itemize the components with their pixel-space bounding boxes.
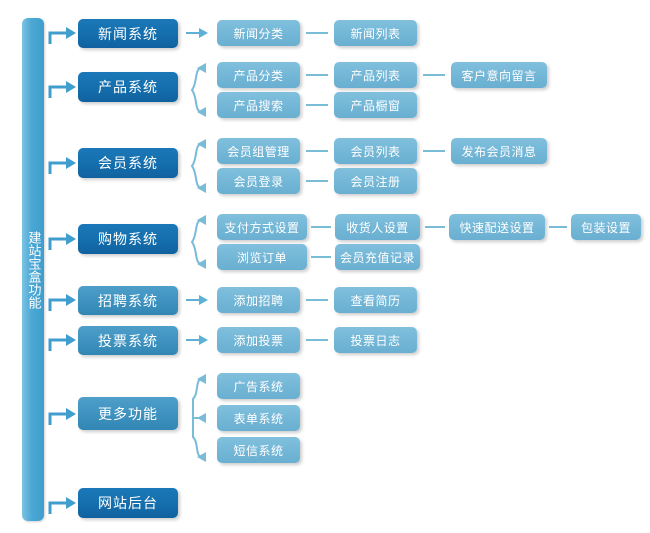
node-packaging-settings[interactable]: 包装设置 [571,214,641,240]
dash-member-1 [306,150,328,152]
dash-news-1 [306,32,328,34]
arrowhead-recruit [66,294,76,306]
connector-recruit-arrow [186,295,208,305]
connector-news-arrow [186,28,208,38]
dash-recruit-1 [306,299,328,301]
node-view-resumes[interactable]: 查看简历 [334,287,417,313]
root-label: 建站宝盒功能 [25,231,41,309]
elbow-recruit [48,298,66,311]
dash-product-1 [306,74,328,76]
elbow-vote [48,338,66,351]
dash-product-3 [306,104,328,106]
dash-product-2 [423,74,445,76]
node-product-showcase[interactable]: 产品橱窗 [334,92,417,118]
arrowhead-more [66,408,76,420]
node-member-login[interactable]: 会员登录 [217,168,300,194]
node-form-system[interactable]: 表单系统 [217,405,300,431]
node-consignee-settings[interactable]: 收货人设置 [335,214,420,240]
node-member-list[interactable]: 会员列表 [334,138,417,164]
dash-member-3 [306,180,328,182]
node-more-functions[interactable]: 更多功能 [78,397,178,430]
node-ad-system[interactable]: 广告系统 [217,373,300,399]
node-member-register[interactable]: 会员注册 [334,168,417,194]
arrowhead-news [66,27,76,39]
node-news-category[interactable]: 新闻分类 [217,20,300,46]
arrowhead-vote [66,334,76,346]
node-vote-system[interactable]: 投票系统 [78,326,178,355]
connector-shopping-bracket [190,215,206,269]
node-recruit-system[interactable]: 招聘系统 [78,286,178,315]
node-customer-message[interactable]: 客户意向留言 [451,62,547,88]
node-express-delivery-settings[interactable]: 快速配送设置 [449,214,545,240]
root-bar [22,18,44,521]
arrowhead-shopping [66,233,76,245]
connector-member-bracket [190,139,206,193]
dash-shopping-4 [311,256,331,258]
arrowhead-member [66,157,76,169]
root-elbow-connectors [48,27,76,514]
node-shopping-system[interactable]: 购物系统 [78,224,178,254]
arrowhead-backend [66,497,76,509]
node-product-search[interactable]: 产品搜索 [217,92,300,118]
node-add-recruitment[interactable]: 添加招聘 [217,287,300,313]
connector-vote-arrow [186,335,208,345]
arrowhead-product [66,81,76,93]
node-browse-orders[interactable]: 浏览订单 [217,244,307,270]
node-sms-system[interactable]: 短信系统 [217,437,300,463]
elbow-product [48,85,66,98]
dash-vote-1 [306,339,328,341]
node-member-system[interactable]: 会员系统 [78,148,178,178]
dash-shopping-1 [311,226,331,228]
dash-shopping-2 [425,226,445,228]
elbow-more [48,412,66,425]
node-news-list[interactable]: 新闻列表 [334,20,417,46]
connector-more-bracket [192,374,206,462]
node-website-backend[interactable]: 网站后台 [78,488,178,518]
elbow-member [48,161,66,174]
node-product-system[interactable]: 产品系统 [78,72,178,102]
node-vote-log[interactable]: 投票日志 [334,327,417,353]
node-member-group-manage[interactable]: 会员组管理 [217,138,300,164]
connector-product-bracket [190,63,206,117]
elbow-news [48,31,66,44]
node-product-list[interactable]: 产品列表 [334,62,417,88]
node-member-recharge-records[interactable]: 会员充值记录 [335,244,420,270]
node-news-system[interactable]: 新闻系统 [78,19,178,48]
elbow-shopping [48,237,66,250]
elbow-backend [48,501,66,514]
node-payment-settings[interactable]: 支付方式设置 [217,214,307,240]
dash-member-2 [423,150,445,152]
node-publish-member-message[interactable]: 发布会员消息 [451,138,547,164]
node-add-vote[interactable]: 添加投票 [217,327,300,353]
dash-shopping-3 [549,226,567,228]
node-product-category[interactable]: 产品分类 [217,62,300,88]
